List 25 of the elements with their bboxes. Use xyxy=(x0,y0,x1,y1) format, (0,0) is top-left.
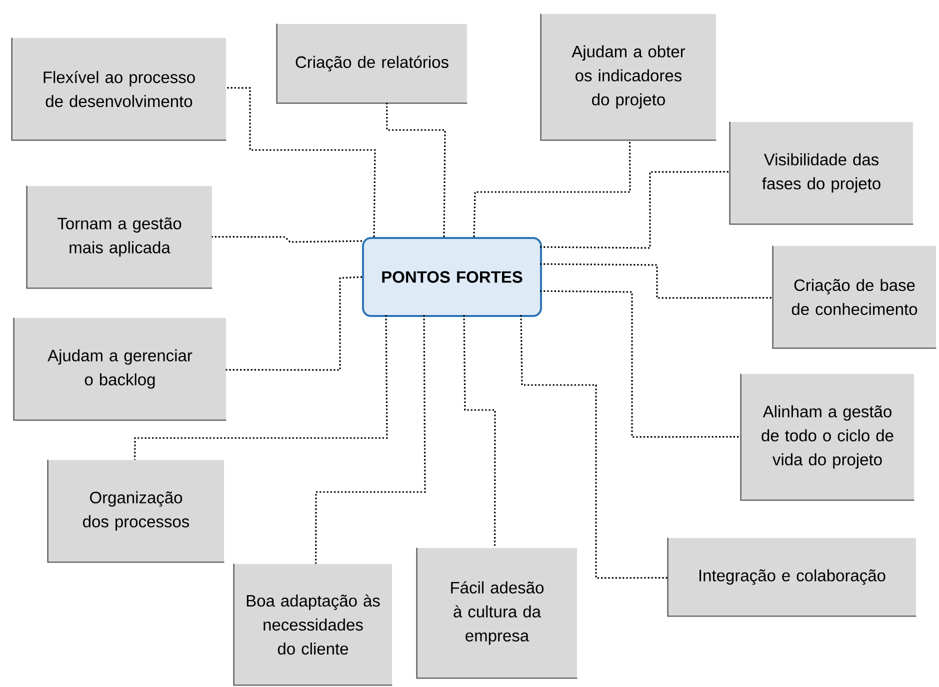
connector-line xyxy=(520,314,668,579)
connector-line xyxy=(463,314,496,548)
connector-line xyxy=(540,171,730,249)
topic-box: Alinham a gestão de todo o ciclo de vida do projeto xyxy=(740,374,914,501)
connector-line xyxy=(226,87,376,237)
topic-box: Tornam a gestão mais aplicada xyxy=(26,186,212,289)
topic-box: Visibilidade das fases do projeto xyxy=(729,122,914,225)
connector-line xyxy=(315,315,426,564)
center-box: PONTOS FORTES xyxy=(362,237,542,317)
connector-line xyxy=(134,314,388,460)
connector-line xyxy=(226,276,362,371)
connector-line xyxy=(540,263,773,299)
topic-box: Criação de base de conhecimento xyxy=(772,246,936,349)
topic-box: Ajudam a gerenciar o backlog xyxy=(13,318,226,421)
connector-line xyxy=(212,236,362,243)
topic-box: Criação de relatórios xyxy=(276,24,468,104)
topic-box: Flexível ao processo de desenvolvimento xyxy=(11,38,226,141)
topic-box: Boa adaptação às necessidades do cliente xyxy=(233,564,392,686)
connector-line xyxy=(386,102,446,237)
topic-box: Integração e colaboração xyxy=(667,538,916,617)
topic-box: Fácil adesão à cultura da empresa xyxy=(416,548,578,679)
topic-box: Organização dos processos xyxy=(47,460,224,563)
topic-box: Ajudam a obter os indicadores do projeto xyxy=(540,14,716,141)
connector-line xyxy=(540,290,741,438)
connector-line xyxy=(473,140,631,238)
